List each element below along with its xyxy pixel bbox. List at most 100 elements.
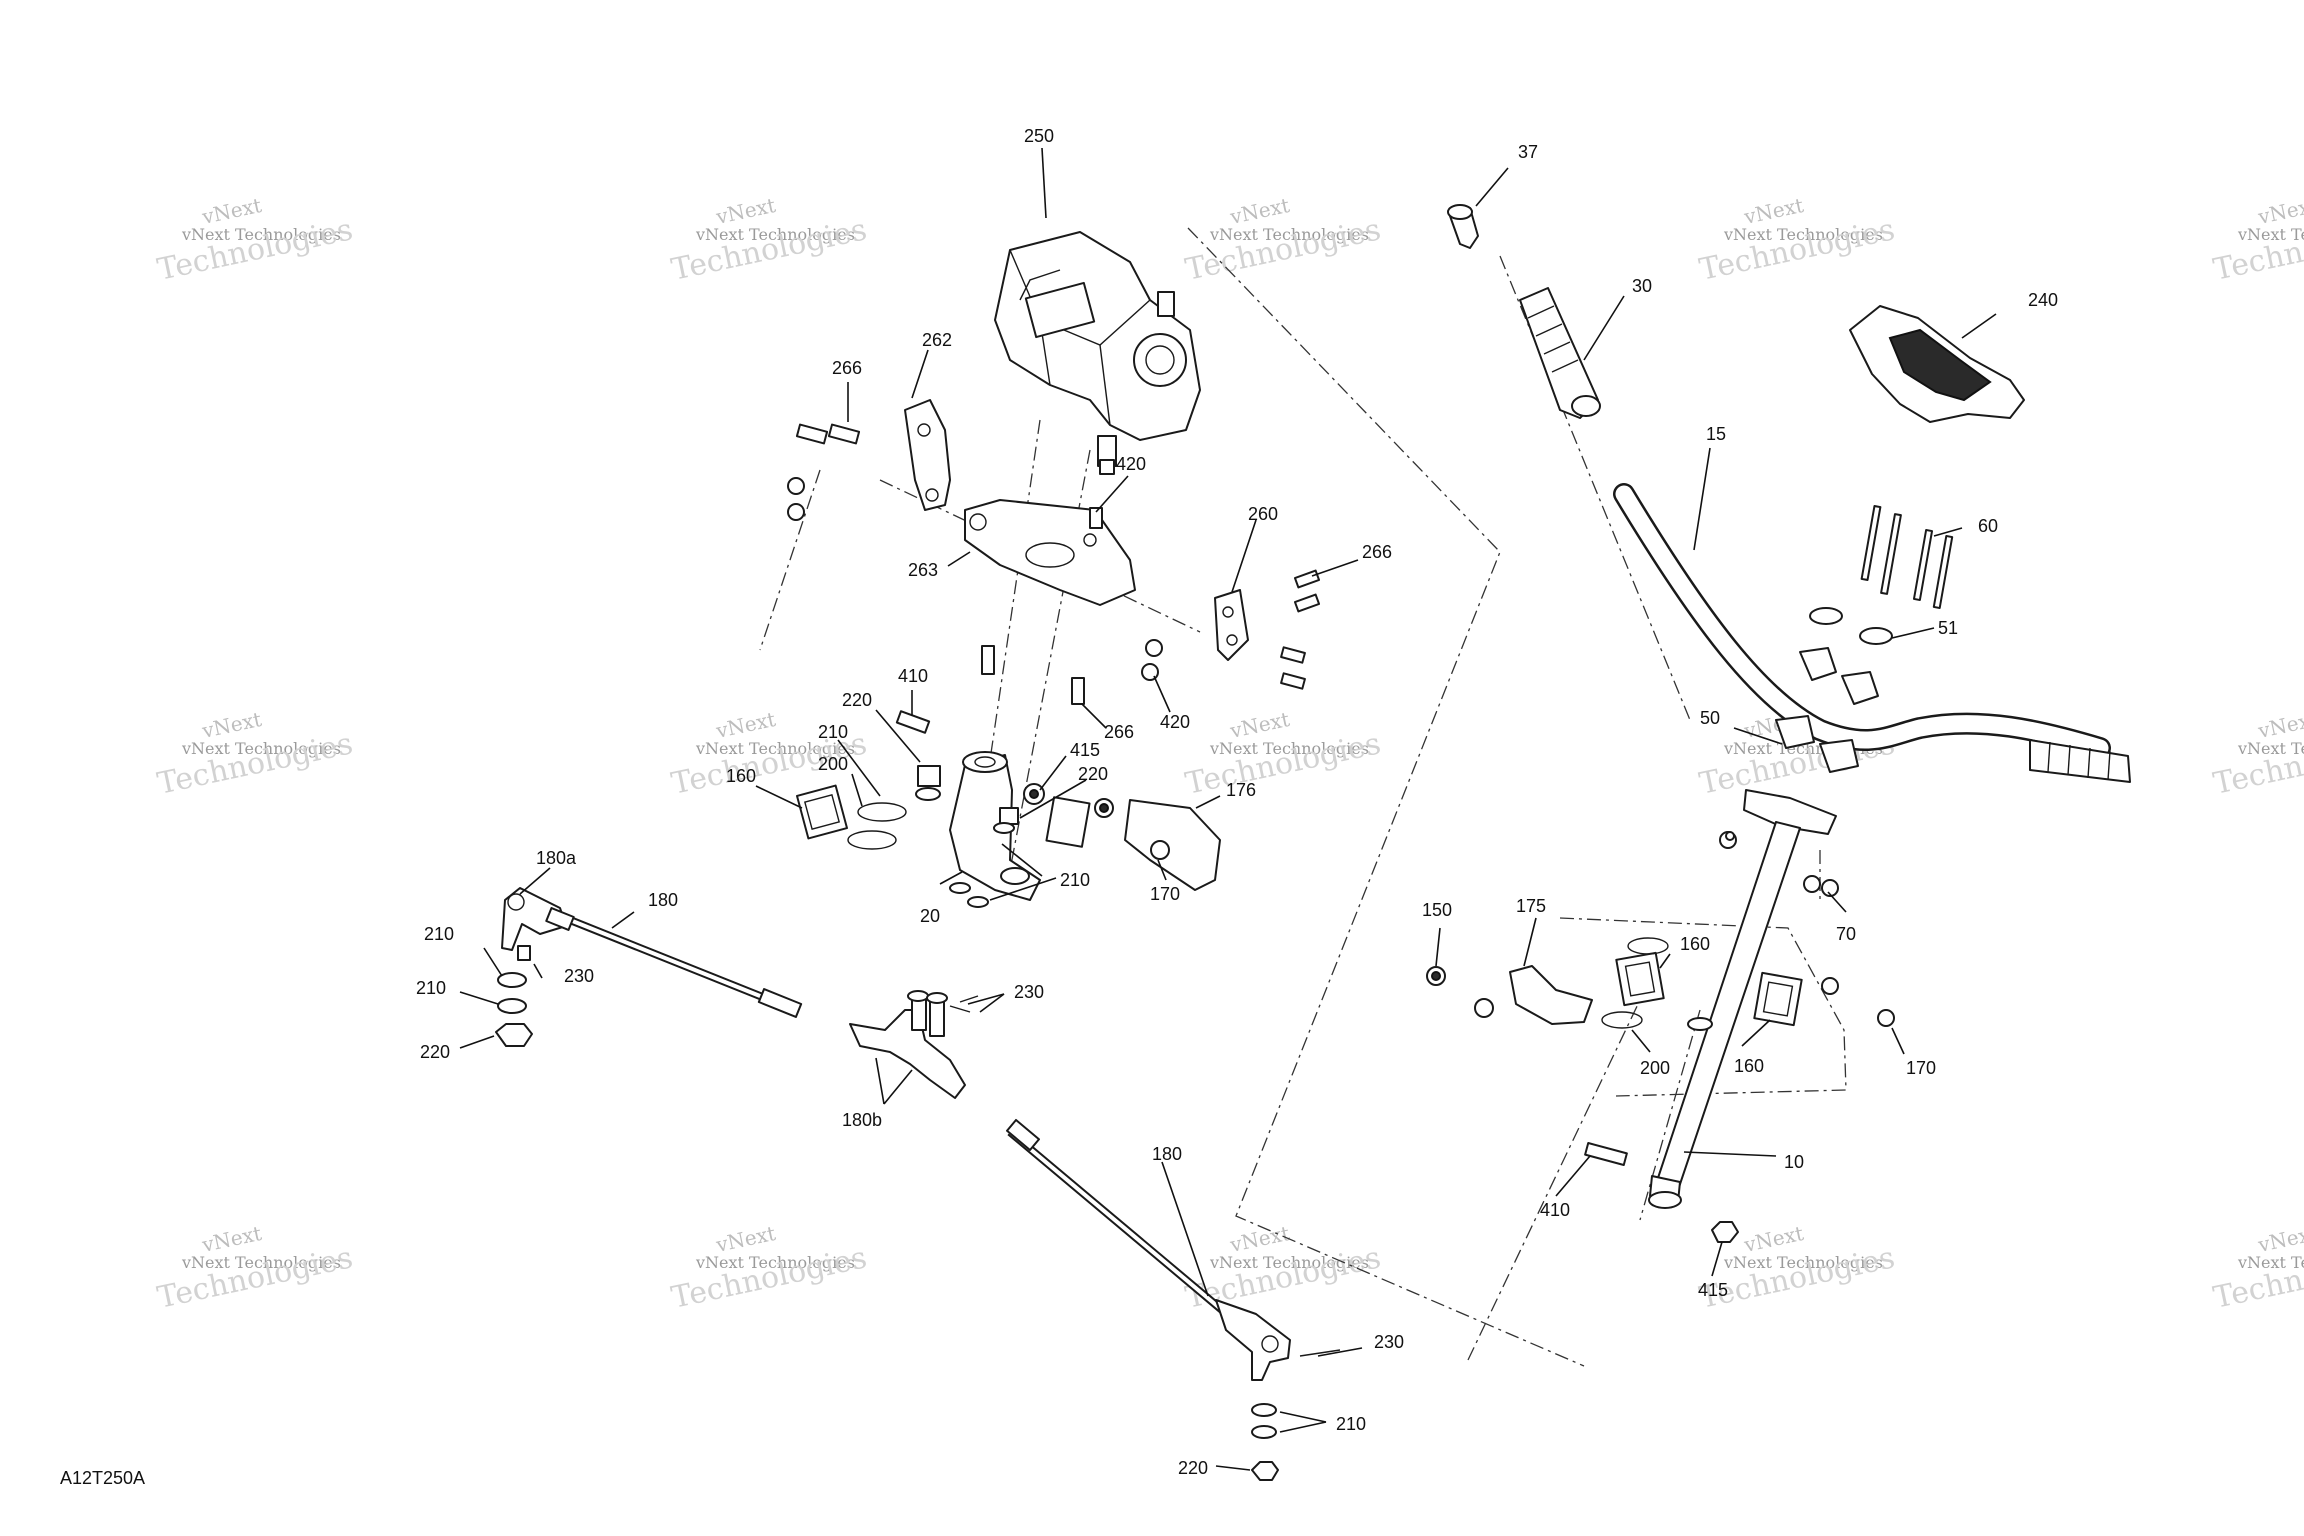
callout-230: 230 [1014, 982, 1044, 1002]
watermark-line2: vNext Technologies [1209, 1253, 1369, 1272]
callout-220: 220 [420, 1042, 450, 1062]
watermark-line2: vNext Technologies [695, 739, 855, 758]
watermark-line1: vNext [713, 193, 778, 229]
watermark-line2: vNext Technologies [181, 739, 341, 758]
callout-210: 210 [424, 924, 454, 944]
callout-240: 240 [2028, 290, 2058, 310]
power-steering-unit [994, 231, 1201, 475]
watermark-line1: vNext [199, 193, 264, 229]
callout-250: 250 [1024, 126, 1054, 146]
callout-37: 37 [1518, 142, 1538, 162]
watermark-line3: Technologies [154, 1240, 355, 1316]
watermark-line2: vNext Technologies [1723, 1253, 1883, 1272]
watermark-line2: vNext Technologies [2237, 739, 2304, 758]
watermark-line1: vNext [1741, 193, 1806, 229]
support-bracket-262 [904, 399, 951, 511]
callout-160: 160 [726, 766, 756, 786]
callout-180: 180 [648, 890, 678, 910]
watermark-line2: vNext Technologies [181, 225, 341, 244]
callout-50: 50 [1700, 708, 1720, 728]
mount-plate-263 [964, 499, 1136, 606]
callout-415: 415 [1698, 1280, 1728, 1300]
callout-60: 60 [1978, 516, 1998, 536]
bushings-and-seals-right [1426, 937, 1895, 1029]
watermark-line2: vNext Technologies [1209, 739, 1369, 758]
leader-lines [459, 147, 1997, 1471]
callout-labels: 250 262 266 420 260 266 263 420 266 410 … [416, 126, 2058, 1478]
callout-210: 210 [416, 978, 446, 998]
handlebar-clamps [1775, 505, 1954, 773]
callout-210: 210 [1060, 870, 1090, 890]
callout-180: 180 [1152, 1144, 1182, 1164]
handlebar-cover-240 [1849, 305, 2025, 423]
watermark-line3: Technologies [1182, 726, 1383, 802]
callout-10: 10 [1784, 1152, 1804, 1172]
callout-160: 160 [1734, 1056, 1764, 1076]
callout-200: 200 [1640, 1058, 1670, 1078]
fasteners-upper [787, 423, 1321, 705]
callout-210: 210 [818, 722, 848, 742]
watermark-line3: Technologies [2210, 1240, 2304, 1316]
watermark-line1: vNext [713, 707, 778, 743]
callout-220: 220 [1078, 764, 1108, 784]
watermark-line3: Technologies [2210, 212, 2304, 288]
callout-220: 220 [1178, 1458, 1208, 1478]
watermark-line2: vNext Technologies [1723, 225, 1883, 244]
callout-266: 266 [1362, 542, 1392, 562]
watermark-line2: vNext Technologies [695, 1253, 855, 1272]
callout-170: 170 [1150, 884, 1180, 904]
bushings-and-seals-left [795, 710, 1091, 908]
callout-415: 415 [1070, 740, 1100, 760]
watermark-line3: Technologies [1182, 212, 1383, 288]
callout-420: 420 [1116, 454, 1146, 474]
steering-column-10 [1584, 789, 1839, 1243]
callout-200: 200 [818, 754, 848, 774]
diagram-code: A12T250A [60, 1468, 146, 1488]
watermark-line3: Technologies [668, 212, 869, 288]
watermark-line2: vNext Technologies [2237, 1253, 2304, 1272]
watermark-line2: vNext Technologies [2237, 225, 2304, 244]
callout-263: 263 [908, 560, 938, 580]
watermark-line3: Technologies [154, 212, 355, 288]
callout-410: 410 [1540, 1200, 1570, 1220]
handlebar-15 [1613, 483, 2131, 783]
callout-180a: 180a [536, 848, 577, 868]
callout-210: 210 [1336, 1414, 1366, 1434]
callout-175: 175 [1516, 896, 1546, 916]
callout-180b: 180b [842, 1110, 882, 1130]
center-link-180b [849, 990, 979, 1099]
watermark-line1: vNext [1227, 707, 1292, 743]
callout-266: 266 [832, 358, 862, 378]
callout-20: 20 [920, 906, 940, 926]
watermark-line1: vNext [199, 707, 264, 743]
callout-266: 266 [1104, 722, 1134, 742]
callout-230: 230 [564, 966, 594, 986]
watermark-line1: vNext [2255, 707, 2304, 743]
callout-30: 30 [1632, 276, 1652, 296]
watermark-line2: vNext Technologies [1209, 225, 1369, 244]
tie-rod-right [1006, 1118, 1341, 1481]
watermark-line3: Technologies [668, 1240, 869, 1316]
watermark-line1: vNext [2255, 193, 2304, 229]
support-bracket-260 [1214, 589, 1249, 661]
watermark-line3: Technologies [2210, 726, 2304, 802]
callout-410: 410 [898, 666, 928, 686]
bar-end-37 [1447, 204, 1479, 249]
callout-220: 220 [842, 690, 872, 710]
callout-51: 51 [1938, 618, 1958, 638]
callout-176: 176 [1226, 780, 1256, 800]
callout-150: 150 [1422, 900, 1452, 920]
watermark-line1: vNext [1741, 1221, 1806, 1257]
watermark-line1: vNext [1227, 193, 1292, 229]
